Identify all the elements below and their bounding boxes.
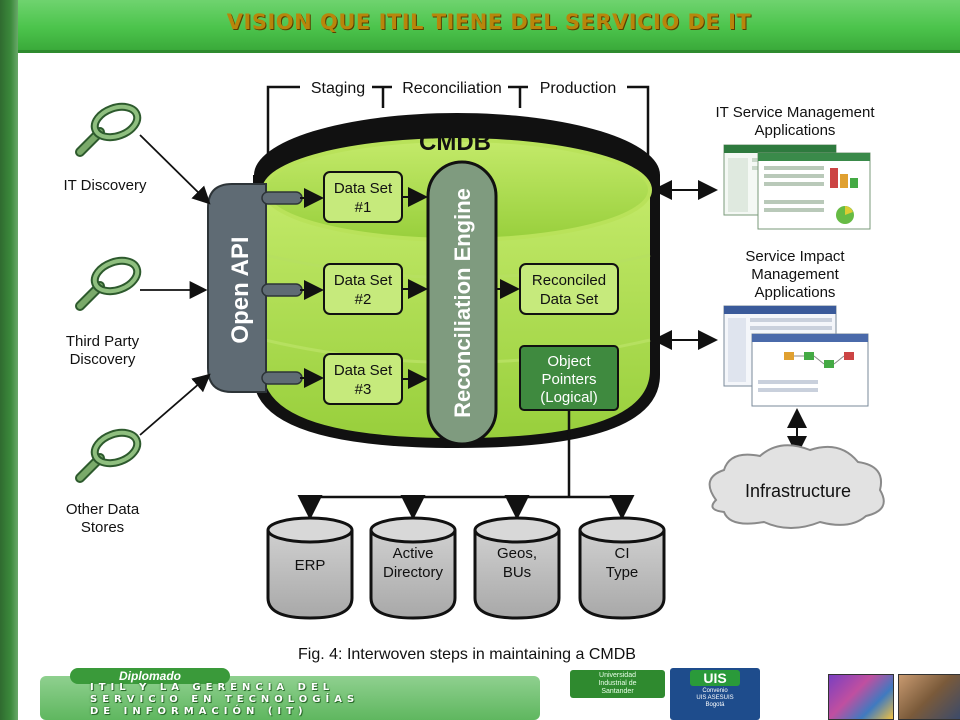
cmdb-label: CMDB xyxy=(419,129,491,156)
sim-line1: Service Impact xyxy=(745,248,845,265)
object-pointers-line2: Pointers xyxy=(541,371,596,388)
store-active-directory: Active Directory xyxy=(369,516,457,620)
magnifier-icon xyxy=(75,256,142,311)
data-set-3: Data Set #3 xyxy=(323,353,403,405)
uis-sub-2: UIS ASESUIS xyxy=(696,695,734,701)
reconciled-line1: Reconciled xyxy=(532,272,606,289)
cloud-icon xyxy=(708,444,885,529)
store-geos-bus: Geos, BUs xyxy=(473,516,561,620)
data-set-1-line2: #1 xyxy=(355,199,372,216)
source-third-party-line1: Third Party xyxy=(65,333,140,350)
source-other-data: Other Data Stores xyxy=(45,501,160,537)
source-third-party-line2: Discovery xyxy=(69,351,136,368)
itsm-apps-label: IT Service Management Applications xyxy=(700,104,890,140)
store-geos-line1: Geos, xyxy=(497,545,537,562)
uis-sub-3: Bogotá xyxy=(705,702,725,708)
phase-bracket xyxy=(266,85,650,170)
uis-sub-1: Convenio xyxy=(702,688,728,694)
reconciled-line2: Data Set xyxy=(540,291,599,308)
source-it-discovery: IT Discovery xyxy=(50,177,160,195)
phase-staging: Staging xyxy=(311,80,365,97)
reconciled-data-set: Reconciled Data Set xyxy=(519,263,619,315)
left-accent-bar xyxy=(0,0,18,720)
store-ad-line1: Active xyxy=(393,545,434,562)
source-third-party: Third Party Discovery xyxy=(45,333,160,369)
figure-caption: Fig. 4: Interwoven steps in maintaining … xyxy=(298,646,636,663)
data-set-2: Data Set #2 xyxy=(323,263,403,315)
data-set-3-line2: #3 xyxy=(355,381,372,398)
itsm-screenshot xyxy=(723,144,871,230)
uis-logo: UIS xyxy=(690,670,740,686)
university-line2: Industrial de xyxy=(598,680,637,687)
university-line1: Universidad xyxy=(599,672,636,679)
sim-line3: Applications xyxy=(754,284,836,301)
reconciliation-engine-label: Reconciliation Engine xyxy=(450,188,475,418)
itsm-line1: IT Service Management xyxy=(715,104,875,121)
infrastructure-label: Infrastructure xyxy=(745,481,851,501)
reconciliation-engine xyxy=(426,160,498,446)
magnifier-icon xyxy=(75,428,142,483)
open-api-label: Open API xyxy=(227,236,254,343)
phase-production: Production xyxy=(540,80,617,97)
sim-line2: Management xyxy=(751,266,839,283)
sim-apps-label: Service Impact Management Applications xyxy=(720,248,870,302)
diplomado-tag: Diplomado xyxy=(70,668,230,684)
store-erp: ERP xyxy=(266,516,354,620)
store-ci-type: CI Type xyxy=(578,516,666,620)
object-pointers-line3: (Logical) xyxy=(540,389,598,406)
magnifier-icon xyxy=(75,102,142,157)
phase-reconciliation: Reconciliation xyxy=(402,80,502,97)
title-bar: VISION QUE ITIL TIENE DEL SERVICIO DE IT xyxy=(18,0,960,53)
data-set-1: Data Set #1 xyxy=(323,171,403,223)
banner-line-3: DE INFORMACIÓN (IT) xyxy=(90,706,308,717)
source-other-data-line2: Stores xyxy=(80,519,125,536)
object-pointers: Object Pointers (Logical) xyxy=(519,345,619,411)
sim-screenshot xyxy=(723,305,869,407)
source-arrows xyxy=(139,134,211,436)
slide-title: VISION QUE ITIL TIENE DEL SERVICIO DE IT xyxy=(226,10,752,34)
data-set-2-line2: #2 xyxy=(355,291,372,308)
store-ci-line2: Type xyxy=(606,564,639,581)
data-set-2-line1: Data Set xyxy=(334,272,393,289)
store-connectors xyxy=(297,410,635,520)
university-badge: Universidad Industrial de Santander xyxy=(570,670,665,698)
source-other-data-line1: Other Data xyxy=(65,501,140,518)
uis-badge: UIS Convenio UIS ASESUIS Bogotá xyxy=(670,668,760,720)
object-pointers-line1: Object xyxy=(547,353,591,370)
footer-thumbnail-photo xyxy=(898,674,960,720)
data-set-1-line1: Data Set xyxy=(334,180,393,197)
banner-line-1: ITIL Y LA GERENCIA DEL xyxy=(90,682,335,693)
store-ci-line1: CI xyxy=(615,545,630,562)
source-it-discovery-line1: IT Discovery xyxy=(63,177,147,194)
store-geos-line2: BUs xyxy=(503,564,531,581)
data-set-3-line1: Data Set xyxy=(334,362,393,379)
itsm-line2: Applications xyxy=(754,122,836,139)
footer-thumbnail-chart xyxy=(828,674,894,720)
university-line3: Santander xyxy=(601,688,634,695)
api-pipes xyxy=(261,191,303,385)
store-ad-line2: Directory xyxy=(383,564,444,581)
banner-line-2: SERVICIO EN TECNOLOGÍAS xyxy=(90,694,360,705)
store-erp-line1: ERP xyxy=(295,557,326,574)
